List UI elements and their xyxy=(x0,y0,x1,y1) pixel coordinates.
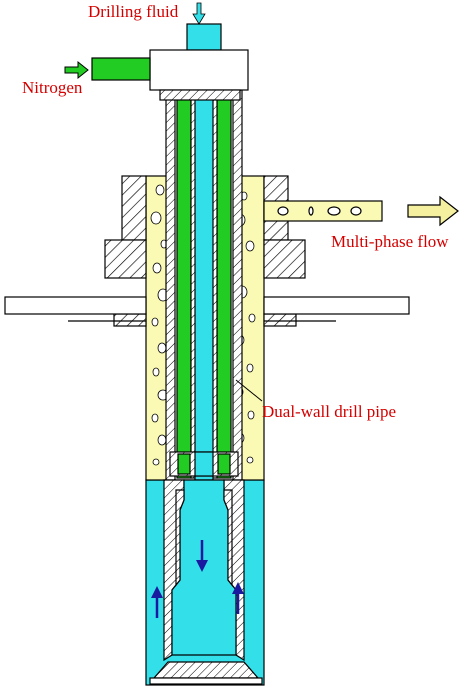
drill-bit xyxy=(149,661,263,685)
label-leader-line xyxy=(235,379,263,402)
up-arrow-icon-right xyxy=(232,582,244,614)
outlet-line xyxy=(263,200,383,222)
outflow-arrow-icon xyxy=(407,195,459,227)
label-drilling-fluid: Drilling fluid xyxy=(88,2,179,21)
bottom-hole-assembly xyxy=(163,479,245,662)
drilling-fluid-arrow-icon xyxy=(192,2,206,25)
nitrogen-arrow-icon xyxy=(64,60,89,80)
swivel-head xyxy=(149,23,249,101)
nitrogen-inlet xyxy=(91,57,151,81)
downhole-flow-arrows xyxy=(151,540,244,618)
dual-wall-drill-pipe xyxy=(165,39,243,481)
label-nitrogen: Nitrogen xyxy=(22,78,83,97)
label-multiphase-flow: Multi-phase flow xyxy=(331,232,449,251)
rotary-table xyxy=(4,296,410,322)
down-arrow-icon xyxy=(196,540,208,572)
label-dual-wall-pipe: Dual-wall drill pipe xyxy=(262,402,396,421)
up-arrow-icon-left xyxy=(151,586,163,618)
